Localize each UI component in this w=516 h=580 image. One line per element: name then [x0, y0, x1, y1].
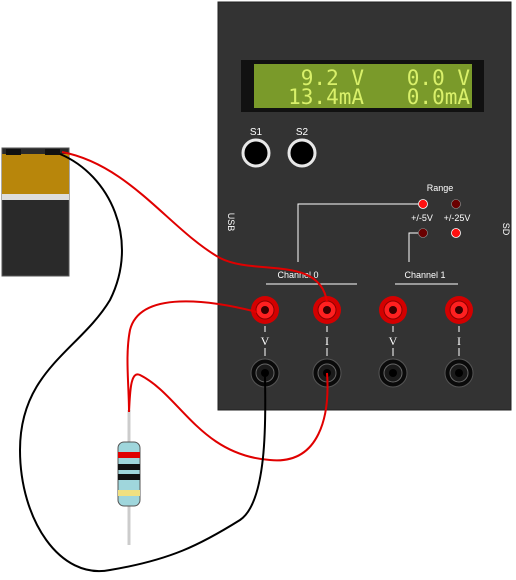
ch0-v-black-jack[interactable] — [250, 358, 280, 388]
ch0-v-label: V — [261, 334, 270, 348]
range-led-top-right — [451, 199, 461, 209]
channel-1-label: Channel 1 — [404, 270, 445, 280]
wire-red-ch0-i-return — [128, 372, 329, 462]
ch1-v-label: V — [389, 334, 398, 348]
s2-button[interactable] — [287, 138, 317, 168]
range-option-5v: +/-5V — [411, 213, 433, 223]
ch1-v-black-jack[interactable] — [378, 358, 408, 388]
ch0-i-red-jack[interactable] — [313, 296, 341, 324]
s1-label: S1 — [250, 127, 263, 138]
s1-button[interactable] — [241, 138, 271, 168]
ch1-i-label: I — [457, 334, 461, 348]
ch1-current-readout: 0.0mA — [407, 85, 471, 109]
range-connector-ch1 — [408, 232, 418, 262]
lcd-screen — [254, 64, 472, 108]
sd-label: SD — [501, 223, 511, 236]
wire-red-battery-to-ch0-i — [61, 151, 328, 303]
range-led-bottom-left — [418, 228, 428, 238]
range-connector-ch0 — [297, 203, 418, 262]
ch0-v-red-jack[interactable] — [251, 296, 279, 324]
ch0-voltage-readout: 9.2 V — [301, 66, 365, 90]
ch1-i-black-jack[interactable] — [444, 358, 474, 388]
ch1-voltage-readout: 0.0 V — [407, 66, 471, 90]
usb-label: USB — [226, 213, 236, 232]
ch0-i-label: I — [325, 334, 329, 348]
resistor-icon — [117, 410, 141, 545]
wire-red-ch0-v-to-resistor — [126, 300, 258, 413]
range-led-bottom-right — [451, 228, 461, 238]
range-led-top-left — [418, 199, 428, 209]
ch1-i-red-jack[interactable] — [445, 296, 473, 324]
channel-0-label: Channel 0 — [277, 270, 318, 280]
wire-black-battery-to-ch0-v — [18, 153, 267, 573]
range-option-25v: +/-25V — [444, 213, 471, 223]
9v-battery-icon — [1, 147, 70, 277]
ch0-current-readout: 13.4mA — [288, 85, 364, 109]
s2-label: S2 — [296, 127, 309, 138]
ch1-v-red-jack[interactable] — [379, 296, 407, 324]
range-title: Range — [427, 183, 454, 193]
